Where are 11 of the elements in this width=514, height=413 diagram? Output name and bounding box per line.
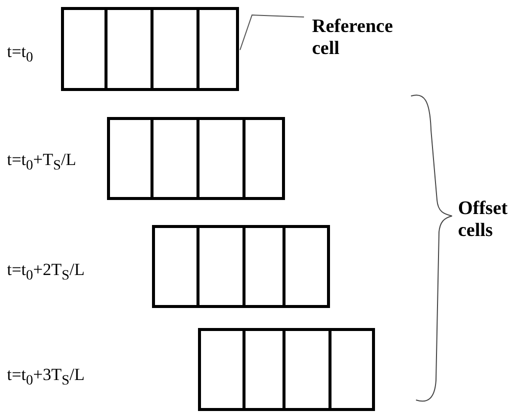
cell-row [107, 117, 285, 200]
time-label: t=t$_{0}$+2T$_{S}$/L [7, 261, 85, 283]
time-label: t=t$_{0}$ [7, 43, 34, 65]
cell-row [152, 225, 330, 308]
leader-line [240, 14, 304, 50]
time-label: t=t$_{0}$+3T$_{S}$/L [7, 366, 85, 388]
bracket-label: Offset cells [458, 198, 508, 242]
cell-row [61, 7, 239, 91]
cell-row [198, 328, 375, 411]
time-label: t=t$_{0}$+T$_{S}$/L [7, 151, 76, 173]
callout-label: Reference cell [312, 16, 402, 62]
